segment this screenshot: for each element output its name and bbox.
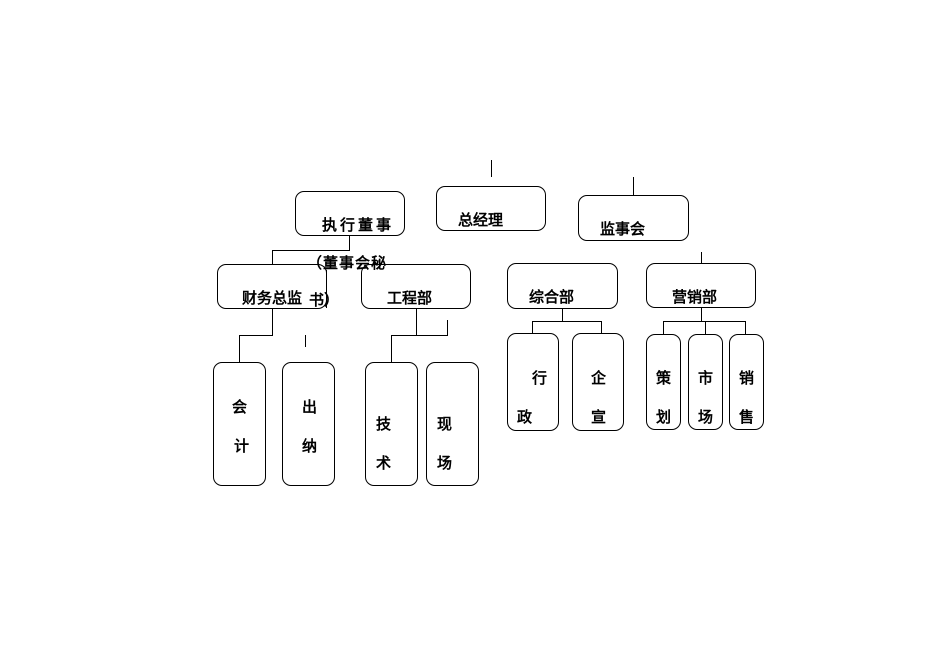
connector-line bbox=[272, 250, 350, 251]
connector-line bbox=[705, 321, 706, 334]
connector-line bbox=[391, 335, 392, 362]
sales-box bbox=[729, 334, 764, 430]
planning-label: 策 划 bbox=[656, 369, 672, 426]
connector-line bbox=[562, 309, 563, 321]
general-manager-box bbox=[436, 186, 546, 231]
finance-director-box bbox=[217, 264, 327, 309]
planning-box bbox=[646, 334, 681, 430]
connector-line bbox=[745, 321, 746, 334]
connector-line bbox=[391, 335, 448, 336]
connector-line bbox=[701, 308, 702, 321]
admin-label: 行 政 bbox=[517, 369, 548, 426]
onsite-box bbox=[426, 362, 479, 486]
connector-line bbox=[305, 335, 306, 347]
engineering-label: 工程部 bbox=[387, 289, 433, 307]
onsite-label: 现 场 bbox=[437, 415, 453, 472]
engineering-box bbox=[361, 264, 471, 309]
general-manager-label: 总经理 bbox=[458, 211, 504, 229]
market-box bbox=[688, 334, 723, 430]
connector-line bbox=[633, 177, 634, 195]
connector-line bbox=[239, 335, 273, 336]
sales-label: 销 售 bbox=[739, 369, 755, 426]
cashier-box bbox=[282, 362, 335, 486]
connector-line bbox=[239, 335, 240, 362]
connector-line bbox=[349, 236, 350, 250]
technical-box bbox=[365, 362, 418, 486]
market-label: 市 场 bbox=[698, 369, 714, 426]
connector-line bbox=[272, 250, 273, 264]
board-secretary-label-end: 书） bbox=[309, 291, 340, 309]
connector-line bbox=[601, 321, 602, 333]
exec-director-label: 执行董事 bbox=[322, 216, 395, 234]
supervisory-board-box bbox=[578, 195, 689, 241]
connector-line bbox=[532, 321, 533, 333]
cashier-label: 出 纳 bbox=[302, 398, 318, 455]
marketing-box bbox=[646, 263, 756, 308]
connector-line bbox=[701, 252, 702, 263]
board-secretary-label: （董事会秘 bbox=[307, 254, 388, 272]
accounting-box bbox=[213, 362, 266, 486]
marketing-label: 营销部 bbox=[672, 288, 718, 306]
supervisory-board-label: 监事会 bbox=[600, 220, 646, 238]
exec-director-box bbox=[295, 191, 405, 236]
connector-line bbox=[663, 321, 664, 334]
connector-line bbox=[447, 320, 448, 336]
admin-box bbox=[507, 333, 559, 431]
general-affairs-label: 综合部 bbox=[529, 288, 575, 306]
finance-director-label: 财务总监 bbox=[242, 289, 303, 307]
accounting-label: 会 计 bbox=[232, 398, 250, 455]
connector-line bbox=[532, 321, 602, 322]
technical-label: 技 术 bbox=[376, 415, 392, 472]
connector-line bbox=[416, 309, 417, 335]
general-affairs-box bbox=[507, 263, 618, 309]
connector-line bbox=[491, 160, 492, 177]
corporate-pr-box bbox=[572, 333, 624, 431]
connector-line bbox=[663, 321, 746, 322]
corporate-pr-label: 企 宣 bbox=[591, 369, 607, 426]
connector-line bbox=[272, 309, 273, 335]
